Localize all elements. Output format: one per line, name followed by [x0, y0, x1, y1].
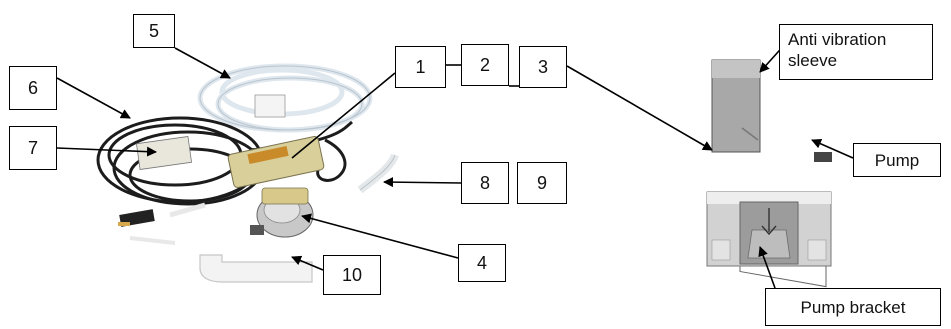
label-4: 4	[458, 244, 506, 282]
callout-pump: Pump	[853, 143, 941, 177]
arrow-bracket	[758, 246, 776, 289]
callout-anti-vibration-line2: sleeve	[788, 51, 838, 70]
label-3: 3	[519, 46, 567, 88]
arrow-5	[174, 47, 231, 79]
label-6: 6	[9, 66, 57, 110]
arrow-6	[56, 77, 131, 119]
label-2: 2	[461, 44, 509, 86]
callout-anti-vibration-sleeve: Anti vibration sleeve	[779, 24, 933, 80]
label-1: 1	[395, 46, 446, 88]
label-8: 8	[461, 162, 509, 204]
pump-reservoir-body	[227, 136, 325, 188]
callout-anti-vibration-line1: Anti vibration	[788, 30, 887, 49]
label-7: 7	[9, 126, 57, 170]
arrow-4	[301, 213, 459, 259]
pump-bracket-photo	[706, 191, 832, 267]
arrow-3	[566, 65, 713, 151]
arrow-1	[291, 72, 396, 159]
arrow-7	[56, 146, 157, 157]
label-9: 9	[517, 162, 567, 204]
label-10: 10	[323, 255, 381, 295]
instruction-card	[135, 136, 193, 170]
drain-elbow	[199, 254, 313, 283]
leader-arrows	[56, 41, 854, 289]
arrow-pump	[811, 139, 854, 159]
hose-label-tag	[254, 94, 286, 118]
arrow-10	[291, 255, 324, 271]
callout-pump-bracket: Pump bracket	[765, 288, 941, 326]
condensate-pump-kit-photo	[96, 63, 399, 283]
arrow-8	[383, 177, 462, 188]
label-5: 5	[133, 14, 175, 48]
float-switch-unit	[250, 187, 314, 238]
